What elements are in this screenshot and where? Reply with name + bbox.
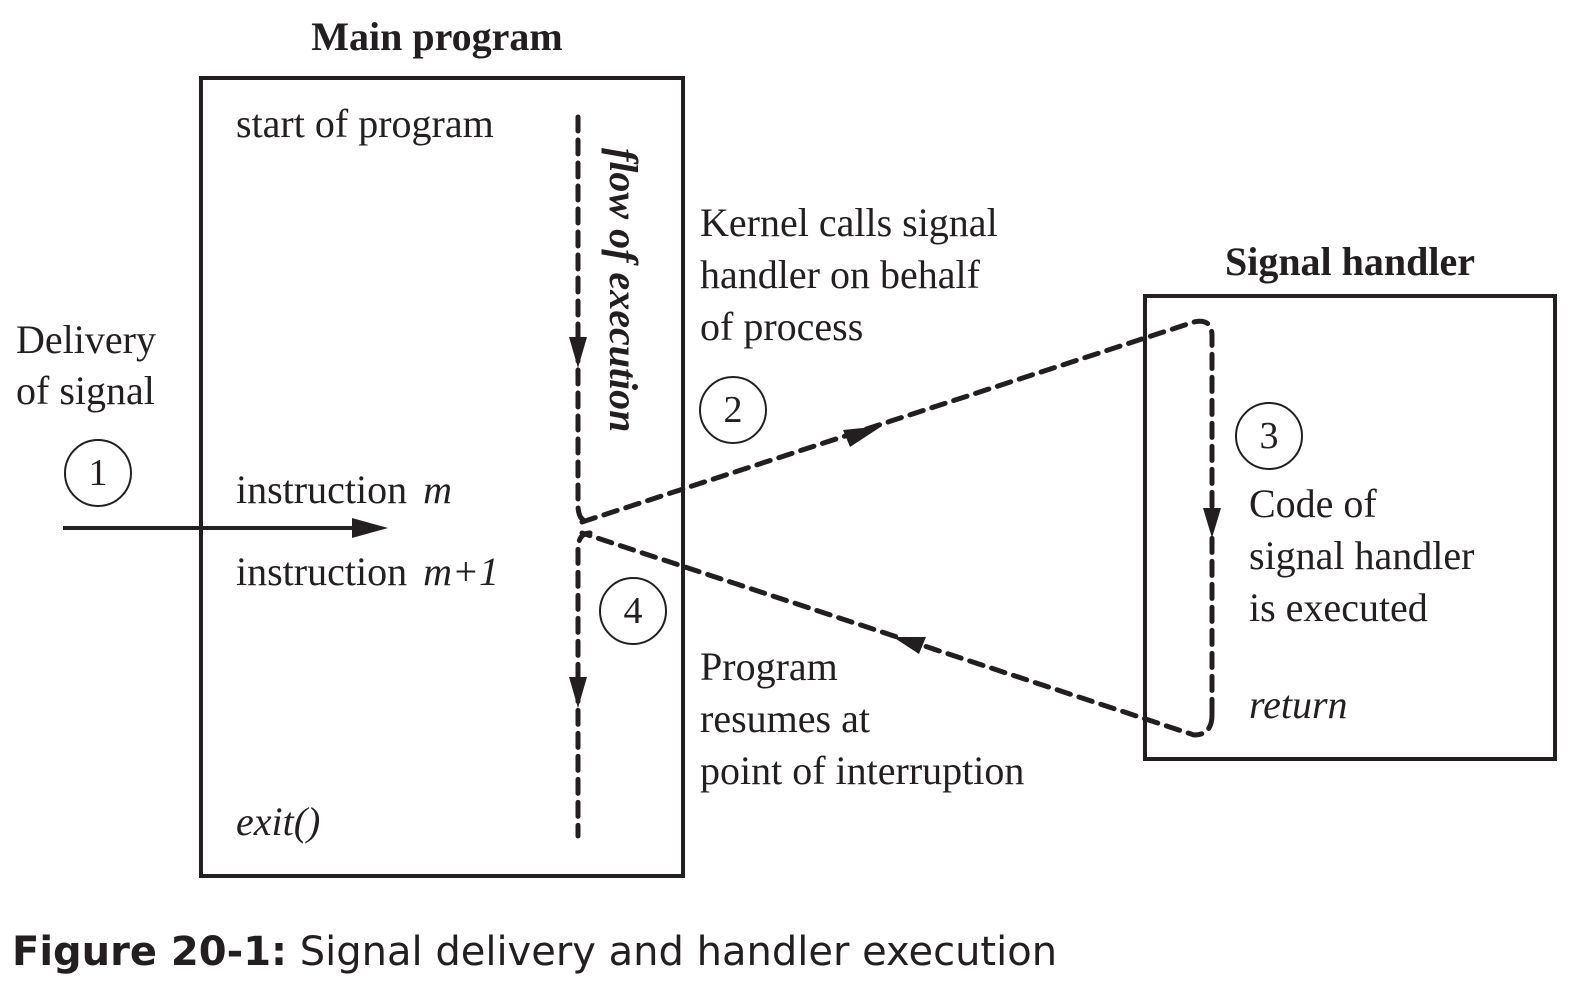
step-2-number: 2 <box>724 389 743 431</box>
signal-handler-title: Signal handler <box>1225 239 1475 284</box>
instruction-m1-var: m+1 <box>423 549 499 594</box>
main-program-box <box>199 76 685 878</box>
handler-code-line-2: signal handler <box>1249 533 1475 578</box>
handler-return-label: return <box>1249 682 1348 727</box>
step-1-number: 1 <box>89 452 108 494</box>
main-flow-bottom <box>569 530 593 839</box>
figure-caption-text: Signal delivery and handler execution <box>287 929 1057 975</box>
signal-handler-box <box>1143 294 1557 761</box>
instruction-m-var: m <box>423 467 452 512</box>
handler-return-path <box>579 530 1215 738</box>
step-2-marker: 2 <box>699 376 767 444</box>
kernel-note-line-3: of process <box>700 304 863 349</box>
step-1-marker: 1 <box>64 439 132 507</box>
return-arrow-icon <box>893 637 926 654</box>
exit-label: exit() <box>236 799 320 844</box>
instruction-m-text: instruction <box>236 467 407 512</box>
instruction-m1-label: instruction m+1 <box>236 549 499 594</box>
call-arrow-icon <box>843 426 882 447</box>
instruction-m-label: instruction m <box>236 467 452 512</box>
step-3-number: 3 <box>1260 415 1279 457</box>
resume-note-line-2: resumes at <box>700 696 870 741</box>
main-program-title: Main program <box>311 14 562 59</box>
delivery-line-1: Delivery <box>16 317 156 362</box>
handler-arrow-down-icon <box>1203 508 1221 538</box>
figure-caption: Figure 20-1: Signal delivery and handler… <box>12 929 1057 975</box>
main-flow-top <box>569 114 593 525</box>
kernel-note-line-1: Kernel calls signal <box>700 200 998 245</box>
resume-note-line-1: Program <box>700 644 838 689</box>
kernel-note-line-2: handler on behalf <box>700 252 981 297</box>
step-4-number: 4 <box>624 590 643 632</box>
flow-arrow-down-icon <box>569 337 587 368</box>
signal-delivery-arrow <box>63 518 388 538</box>
delivery-line-2: of signal <box>16 368 155 413</box>
handler-code-line-3: is executed <box>1249 585 1428 630</box>
start-of-program-label: start of program <box>236 101 494 146</box>
instruction-m1-text: instruction <box>236 549 407 594</box>
resume-note-line-3: point of interruption <box>700 748 1024 793</box>
flow-of-execution-label: flow of execution <box>601 148 646 432</box>
resume-arrow-down-icon <box>569 677 587 708</box>
step-4-marker: 4 <box>599 577 667 645</box>
step-3-marker: 3 <box>1235 402 1303 470</box>
handler-call-path <box>579 318 1221 721</box>
figure-caption-label: Figure 20-1: <box>12 929 287 975</box>
handler-code-line-1: Code of <box>1249 481 1377 526</box>
